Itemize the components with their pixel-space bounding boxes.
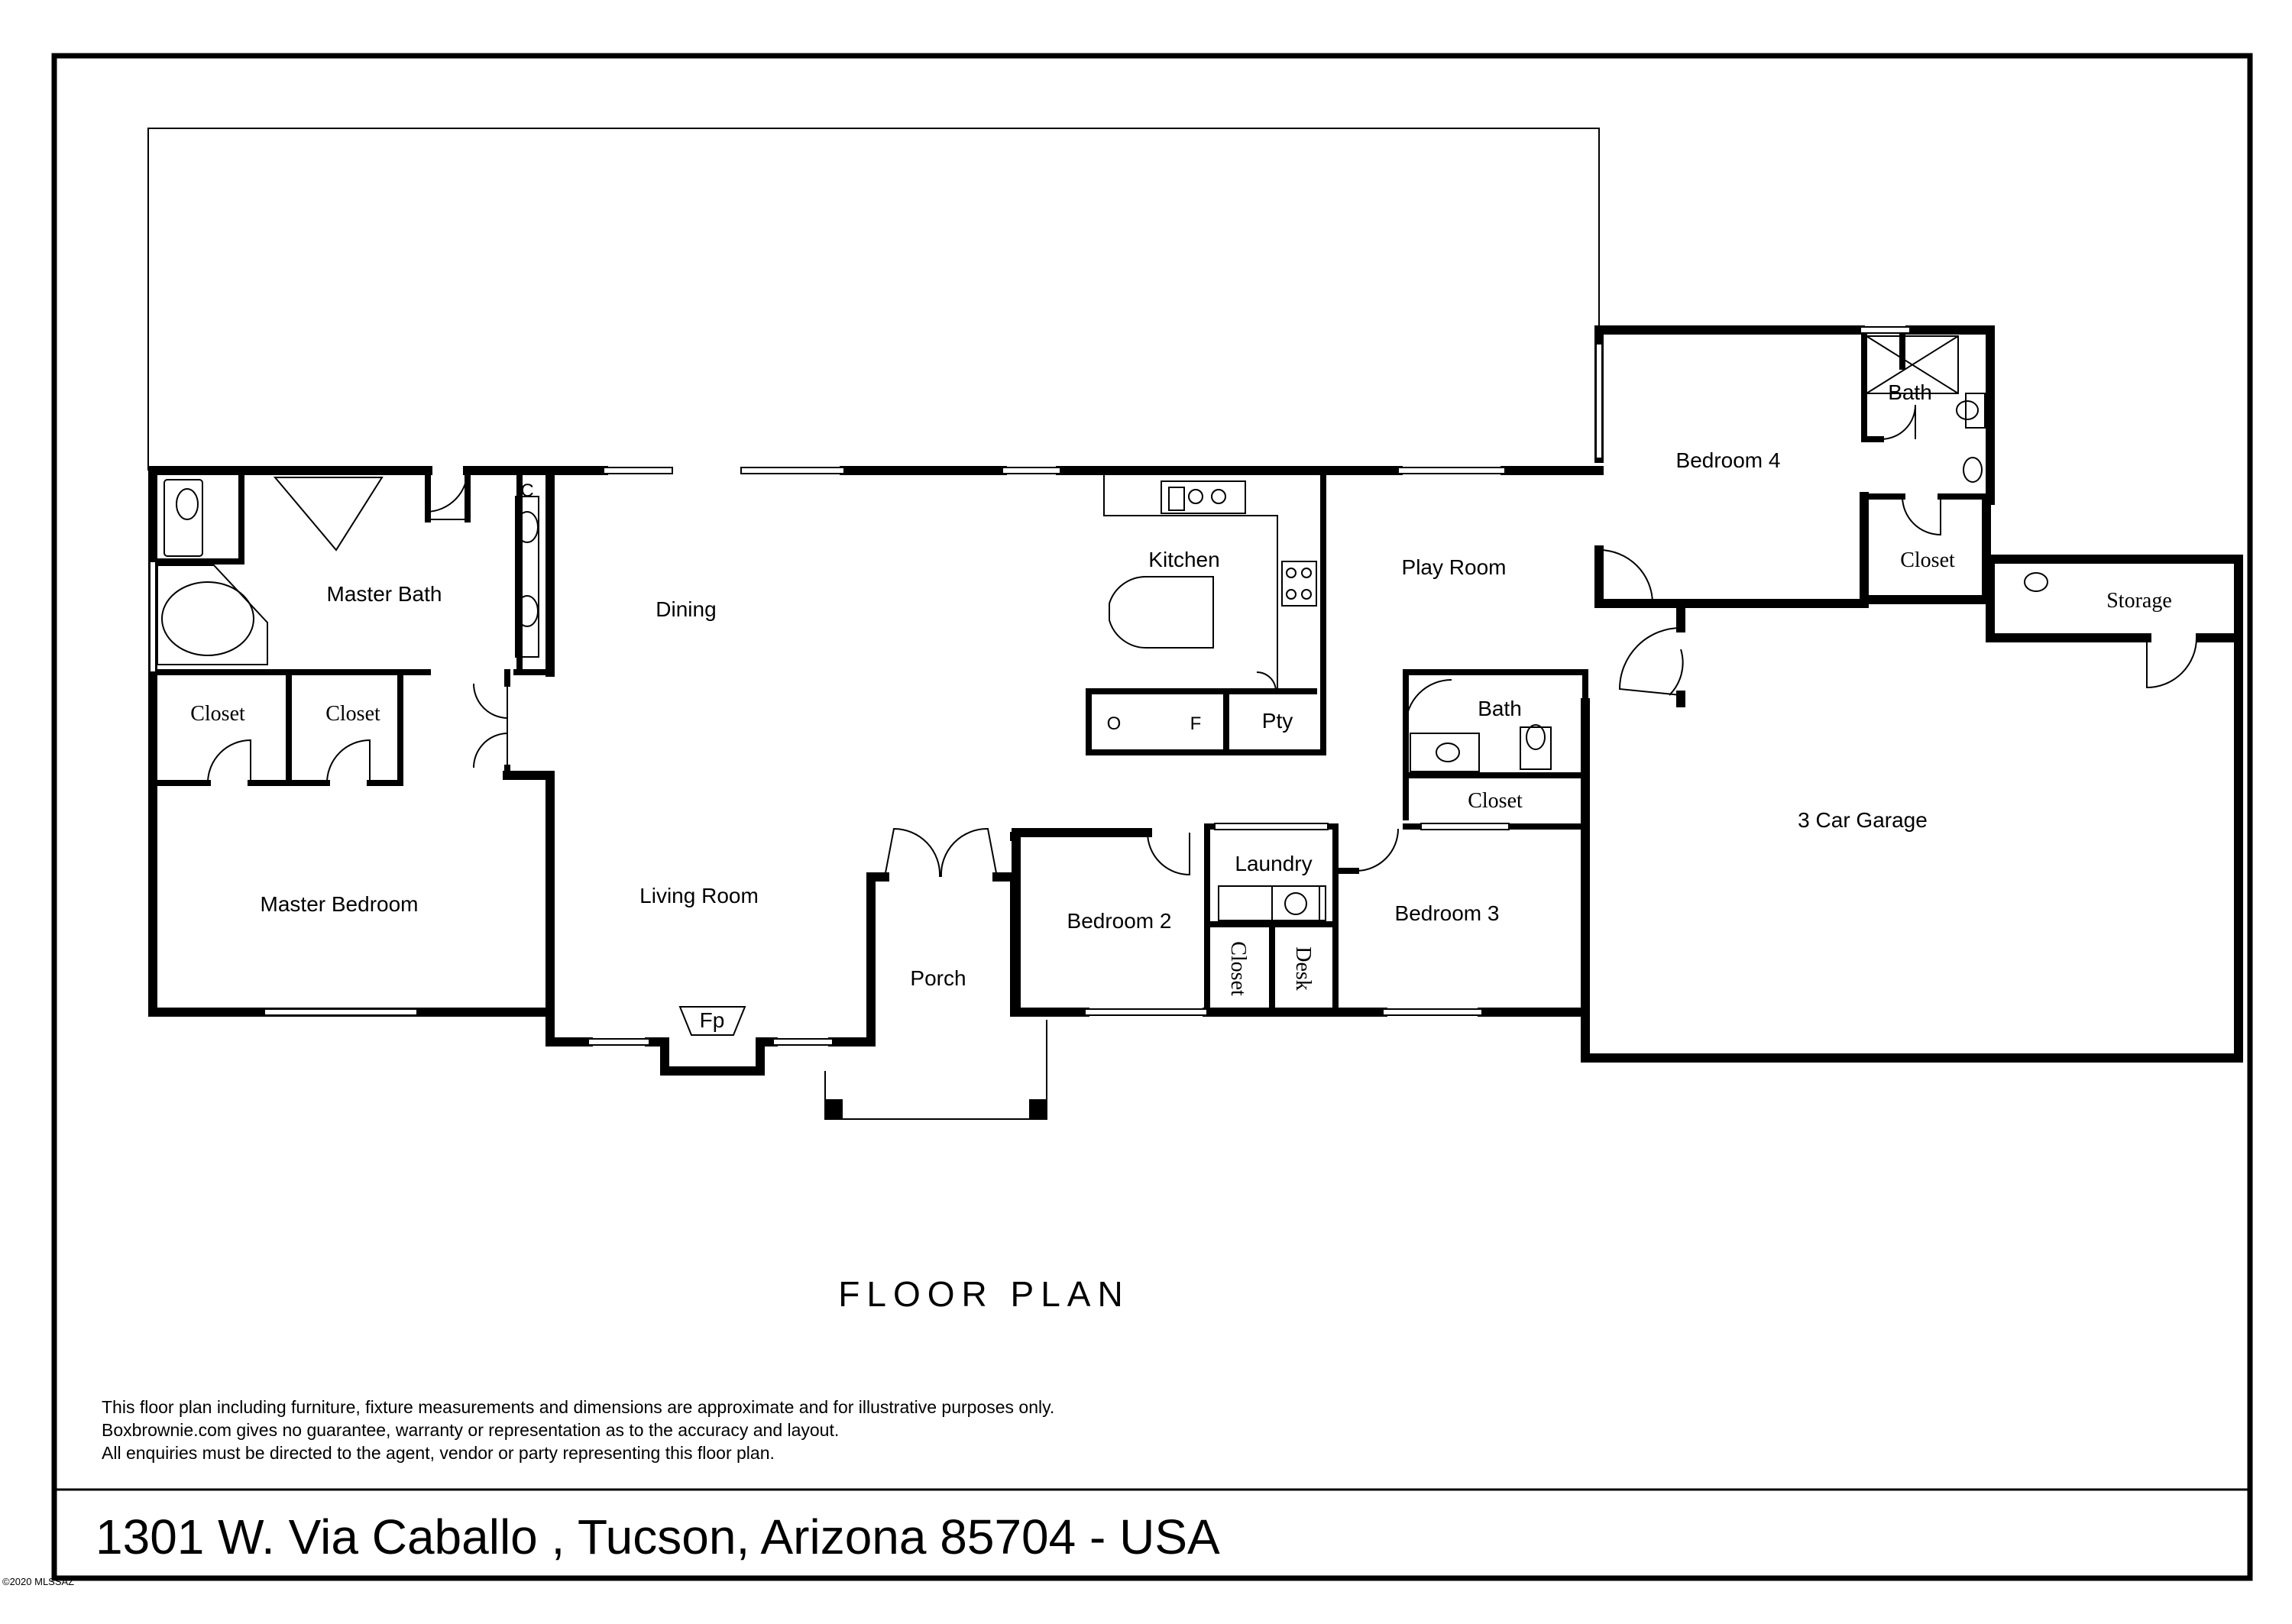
room-label-master-bath: Master Bath xyxy=(327,582,442,606)
room-label-bath-mid: Bath xyxy=(1478,697,1522,720)
room-label-porch: Porch xyxy=(910,966,966,990)
room-label-closet-right: Closet xyxy=(325,702,380,726)
room-label-play-room: Play Room xyxy=(1402,555,1507,579)
doors xyxy=(207,404,2197,878)
windows xyxy=(149,326,1911,1046)
fixtures xyxy=(157,335,2048,1120)
room-label-laundry: Laundry xyxy=(1235,852,1312,875)
plan-title: FLOOR PLAN xyxy=(838,1274,1129,1314)
room-label-c: C xyxy=(520,480,533,501)
room-label-pantry: Pty xyxy=(1262,709,1293,733)
interior-walls xyxy=(150,327,1989,1015)
disclaimer-line-2: Boxbrownie.com gives no guarantee, warra… xyxy=(102,1420,839,1440)
page-border xyxy=(51,53,2253,1581)
room-label-fridge: F xyxy=(1190,713,1202,734)
room-label-closet-bed3: Closet xyxy=(1468,789,1523,813)
patio-outline xyxy=(147,128,1600,471)
room-label-desk: Desk xyxy=(1291,946,1315,991)
disclaimer-line-3: All enquiries must be directed to the ag… xyxy=(102,1443,775,1463)
room-label-fireplace: Fp xyxy=(700,1008,725,1032)
room-label-closet-left: Closet xyxy=(190,702,245,726)
watermark: ©2020 MLSSAZ xyxy=(2,1576,74,1587)
room-label-bedroom-4: Bedroom 4 xyxy=(1676,448,1781,472)
room-label-living-room: Living Room xyxy=(639,884,759,907)
room-label-dining: Dining xyxy=(656,597,716,621)
room-label-closet-bed4: Closet xyxy=(1900,548,1955,572)
room-label-bedroom-2: Bedroom 2 xyxy=(1067,909,1172,933)
room-label-master-bedroom: Master Bedroom xyxy=(261,892,419,916)
property-address: 1301 W. Via Caballo , Tucson, Arizona 85… xyxy=(96,1509,1220,1564)
room-label-closet-vertical: Closet xyxy=(1226,941,1250,996)
room-label-kitchen: Kitchen xyxy=(1148,548,1219,571)
room-label-garage: 3 Car Garage xyxy=(1798,808,1928,832)
room-label-oven: O xyxy=(1107,713,1122,734)
disclaimer-line-1: This floor plan including furniture, fix… xyxy=(102,1397,1054,1417)
exterior-walls xyxy=(148,325,2243,1076)
room-label-bath-upper: Bath xyxy=(1888,380,1932,404)
room-label-storage: Storage xyxy=(2106,589,2172,613)
room-label-bedroom-3: Bedroom 3 xyxy=(1395,901,1500,925)
